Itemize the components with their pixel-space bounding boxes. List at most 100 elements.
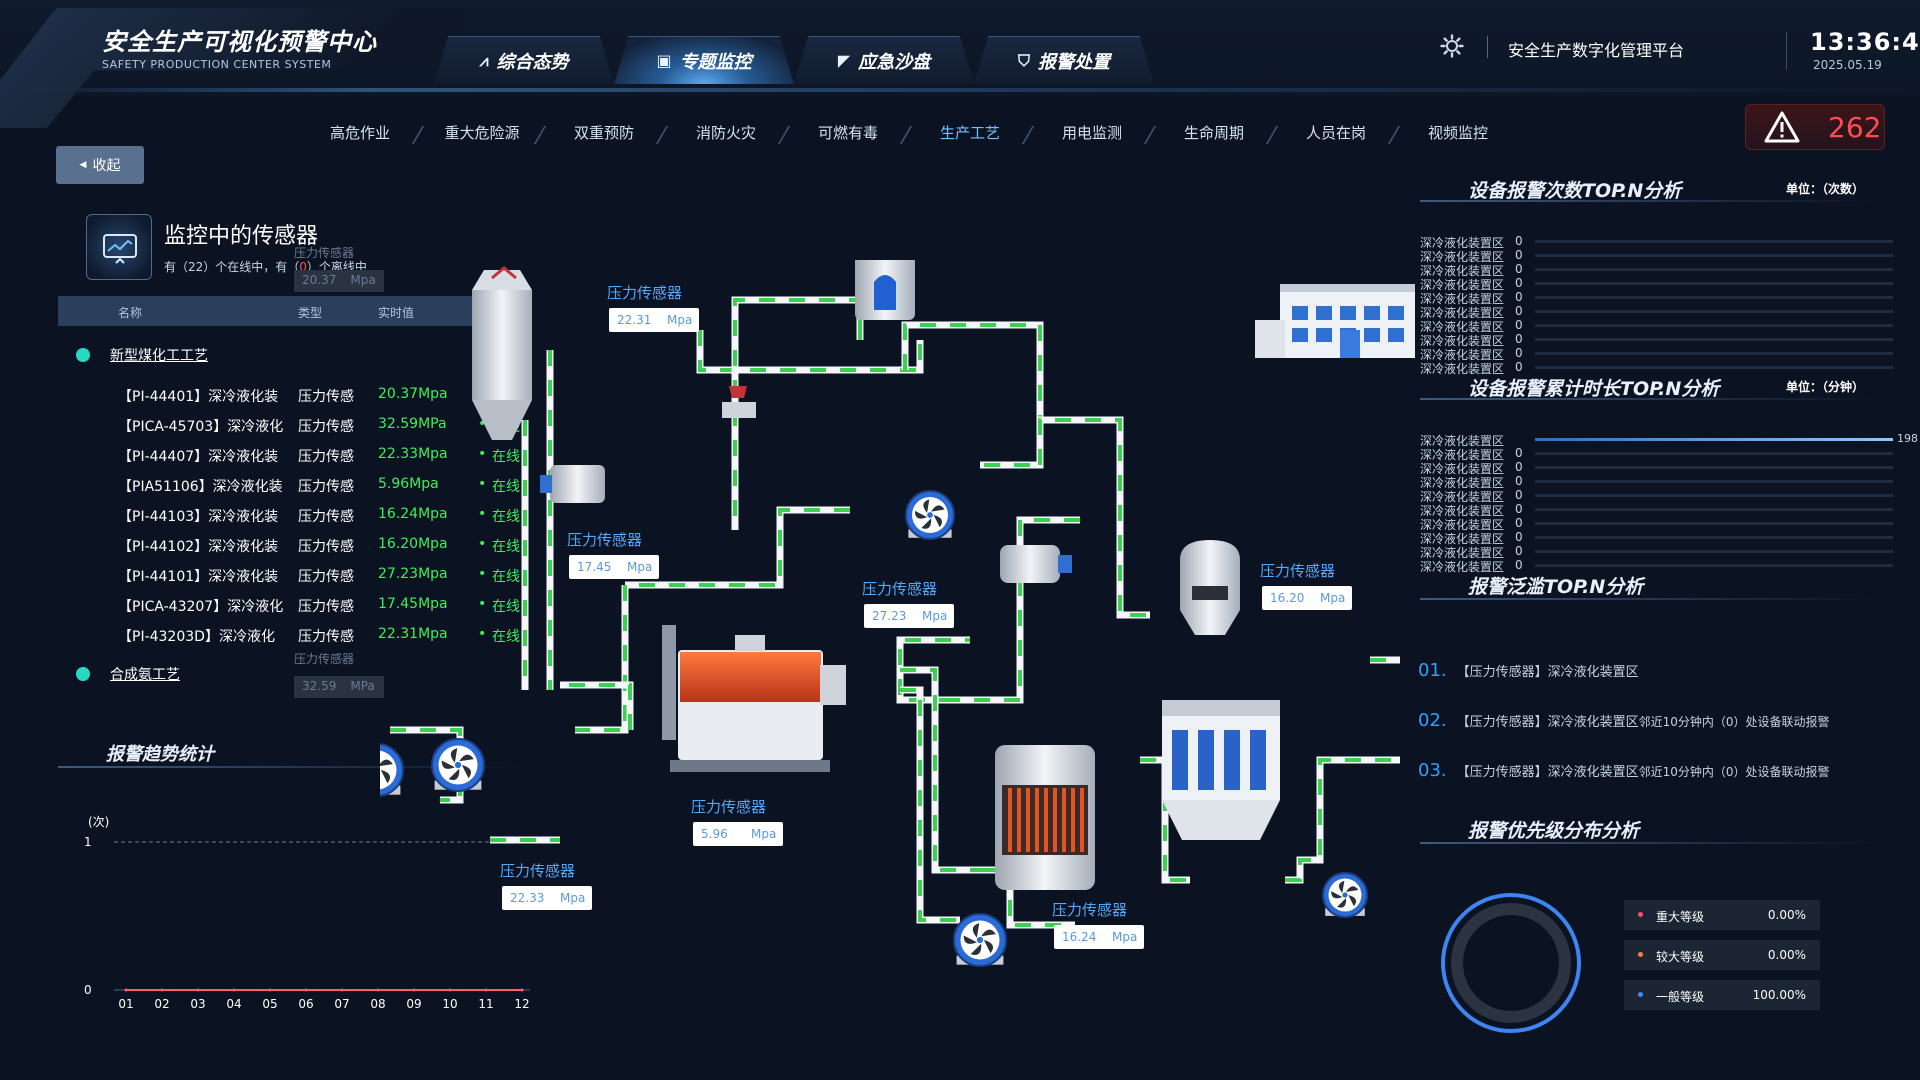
sensor-name: 【PICA-43207】深冷液化 [118, 599, 284, 615]
bar-category-label: 深冷液化装置区 [1420, 532, 1505, 546]
bar-value-label: 0 [1515, 502, 1523, 516]
sensor-value: 32.59MPa [378, 416, 447, 432]
tab-overview[interactable]: ⩘综合态势 [434, 36, 614, 84]
clock-time: 13:36:44 [1810, 28, 1920, 56]
motor-icon [540, 465, 605, 503]
subnav-item[interactable]: 可燃有毒 [817, 123, 878, 142]
pipe-flow [698, 330, 922, 372]
subnav-item[interactable]: 消防火灾 [695, 123, 756, 142]
subnav-item[interactable]: 生产工艺 [939, 123, 1000, 142]
subnav-item[interactable]: 重大危险源 [444, 123, 520, 142]
sensor-panel-title: 监控中的传感器 [164, 224, 319, 249]
bar-category-label: 深冷液化装置区 [1420, 504, 1505, 518]
factory-building-icon [1255, 284, 1415, 358]
bar-value-label: 0 [1515, 346, 1523, 360]
subnav-item[interactable]: 用电监测 [1061, 123, 1122, 142]
tab-emergency-sandbox[interactable]: ◤应急沙盘 [794, 36, 974, 84]
sensor-unit: Mpa [1112, 930, 1138, 944]
pipe-flow [900, 688, 960, 922]
sensor-value: 5.96Mpa [378, 476, 439, 492]
sensor-type: 压力传感 [298, 539, 354, 555]
flood-list-item[interactable]: 02.【压力传感器】深冷液化装置区邻近10分钟内（0）处设备联动报警 [1418, 710, 1830, 734]
pipe-flow [625, 508, 850, 587]
pipe-flow [955, 518, 1080, 702]
subnav-item[interactable]: 视频监控 [1427, 123, 1488, 142]
bar-value-label: 0 [1515, 360, 1523, 374]
tab-label: 综合态势 [496, 51, 569, 73]
subnav-item[interactable]: 人员在岗 [1305, 123, 1366, 142]
trend-point [412, 988, 416, 992]
header-underline [0, 88, 1920, 92]
subnav-item[interactable]: 生命周期 [1183, 123, 1244, 142]
group-row[interactable]: 合成氨工艺 [76, 664, 180, 684]
panel-divider [1420, 842, 1880, 844]
bar-value-label: 0 [1515, 488, 1523, 502]
flood-tail: 邻近10分钟内（0）处设备联动报警 [1638, 765, 1830, 779]
bar-value-label: 0 [1515, 276, 1523, 290]
col-value: 实时值 [378, 306, 415, 320]
subnav-item[interactable]: 高危作业 [329, 123, 390, 142]
bar-track [1535, 268, 1893, 271]
flood-text: 【压力传感器】深冷液化装置区 [1456, 765, 1639, 780]
legend-label: 较大等级 [1656, 950, 1705, 964]
bar-category-label: 深冷液化装置区 [1420, 462, 1505, 476]
subnav-item[interactable]: 双重预防 [573, 123, 634, 142]
tab-topic-monitor[interactable]: ▣专题监控 [614, 36, 794, 84]
status-dot: • [478, 476, 487, 492]
bar-category-label: 深冷液化装置区 [1420, 434, 1505, 448]
duration-top-title: 设备报警累计时长TOP.N分析 [1468, 378, 1720, 400]
bar-category-label: 深冷液化装置区 [1420, 518, 1505, 532]
ghost-value: 20.37 [302, 273, 337, 287]
sensor-value: 16.24Mpa [378, 506, 448, 522]
alarm-badge[interactable]: 262 [1745, 104, 1885, 150]
sensor-status: 在线 [492, 539, 520, 555]
pump-fan-icon [905, 490, 955, 540]
group-name: 新型煤化工工艺 [110, 348, 208, 364]
sensor-status: 在线 [492, 569, 520, 585]
bar-track [1535, 522, 1893, 525]
x-tick-label: 03 [190, 997, 205, 1011]
tab-alarm-handling[interactable]: ⛉报警处置 [974, 36, 1154, 84]
trend-point [304, 988, 308, 992]
collapse-button[interactable]: ◀ 收起 [56, 146, 144, 184]
bar-track [1535, 480, 1893, 483]
settings-icon[interactable] [1440, 34, 1464, 58]
group-row[interactable]: 新型煤化工工艺 [76, 345, 208, 365]
bar-track [1535, 438, 1893, 441]
group-name: 合成氨工艺 [110, 667, 180, 683]
tab-label: 应急沙盘 [858, 51, 931, 73]
sensor-table-header: 名称 类型 实时值 状态 [58, 296, 528, 326]
flood-list-item[interactable]: 01.【压力传感器】深冷液化装置区 [1418, 660, 1639, 684]
sensor-name: 【PI-44102】深冷液化装 [118, 539, 279, 555]
bar-track [1535, 338, 1893, 341]
y-tick-label: 0 [84, 983, 92, 997]
trend-point [448, 988, 452, 992]
bar-category-label: 深冷液化装置区 [1420, 264, 1505, 278]
tab-label: 专题监控 [679, 51, 752, 73]
chevron-left-icon: ◀ [79, 160, 87, 170]
panel-divider [58, 766, 528, 768]
flood-list-item[interactable]: 03.【压力传感器】深冷液化装置区邻近10分钟内（0）处设备联动报警 [1418, 760, 1830, 784]
sensor-value: 16.20Mpa [378, 536, 448, 552]
status-dot: • [478, 566, 487, 582]
